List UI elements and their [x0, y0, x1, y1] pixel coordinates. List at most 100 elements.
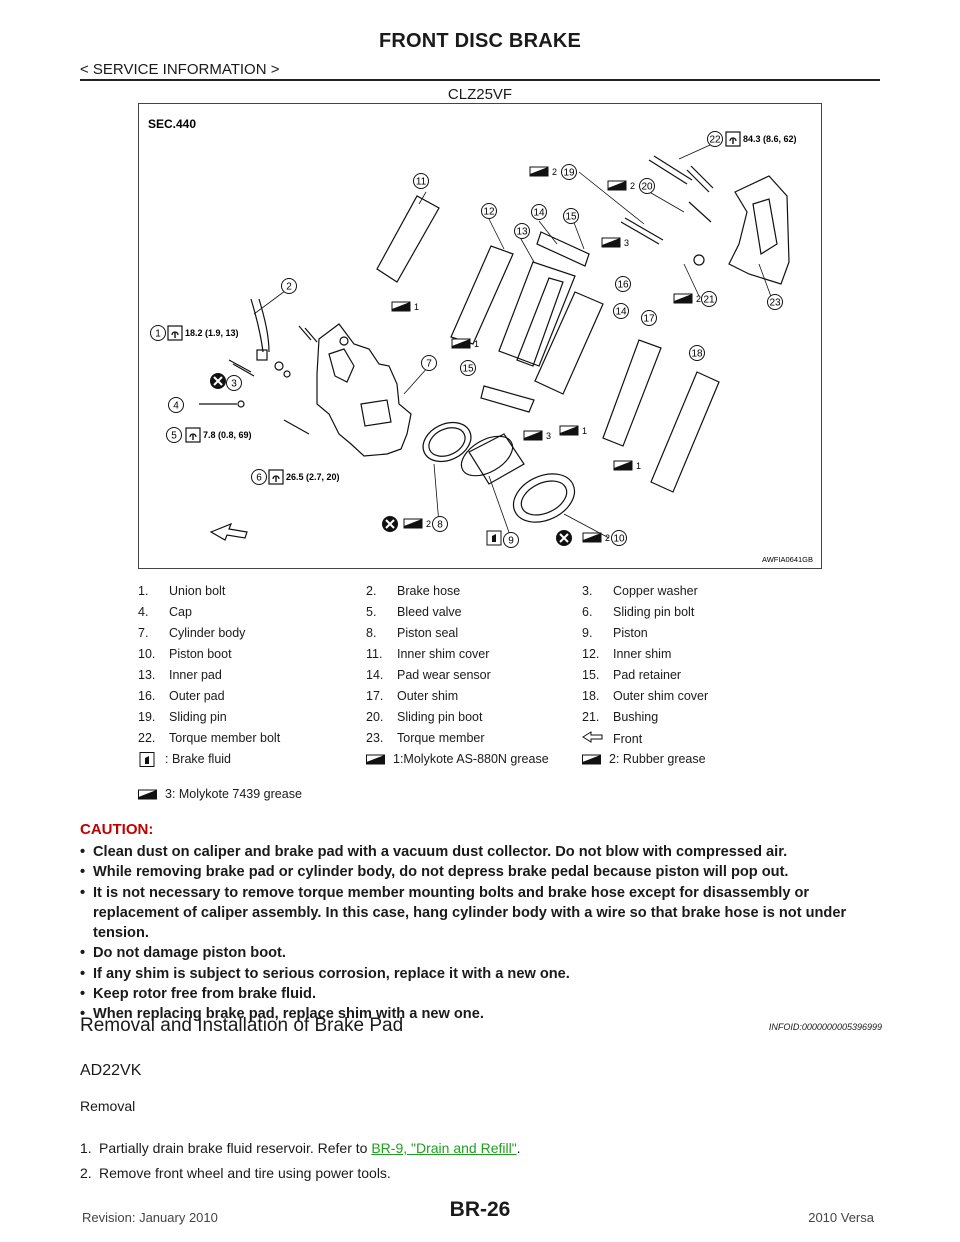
legend-label: Cylinder body	[169, 626, 246, 640]
svg-text:2: 2	[426, 519, 431, 529]
pads-and-shims	[376, 195, 720, 493]
svg-text:17: 17	[643, 314, 655, 325]
torque-marks: 18.2 (1.9, 13) 7.8 (0.8, 69) 26.5 (2.7, …	[167, 131, 797, 485]
svg-text:22: 22	[709, 135, 721, 146]
svg-text:14: 14	[533, 208, 545, 219]
legend-label: Outer pad	[169, 689, 225, 703]
svg-text:9: 9	[508, 536, 514, 547]
legend-label: Union bolt	[169, 584, 226, 598]
svg-text:7: 7	[426, 359, 432, 370]
legend-label: Sliding pin	[169, 710, 227, 724]
svg-text:15: 15	[565, 212, 577, 223]
svg-text:18.2 (1.9, 13): 18.2 (1.9, 13)	[185, 328, 239, 338]
svg-text:1: 1	[636, 461, 641, 471]
svg-text:84.3 (8.6, 62): 84.3 (8.6, 62)	[743, 134, 797, 144]
svg-text:3: 3	[231, 379, 237, 390]
legend-label: Pad wear sensor	[397, 668, 491, 682]
legend-row: 13.Inner pad 14.Pad wear sensor 15.Pad r…	[138, 668, 682, 682]
front-arrow-icon	[582, 731, 613, 746]
legend-label: Sliding pin bolt	[613, 605, 695, 619]
svg-text:1: 1	[155, 329, 161, 340]
legend-label: Bleed valve	[397, 605, 462, 619]
caution-item: It is not necessary to remove torque mem…	[80, 883, 884, 944]
legend-label: Torque member	[397, 731, 485, 745]
svg-text:5: 5	[171, 431, 177, 442]
step-2: 2.Remove front wheel and tire using powe…	[80, 1165, 391, 1181]
caution-item: While removing brake pad or cylinder bod…	[80, 862, 884, 883]
drain-refill-link[interactable]: BR-9, "Drain and Refill"	[371, 1140, 517, 1156]
no-reuse-marks	[209, 372, 573, 547]
callout-numbers: 1 2 3 4 5 6 7 8 9 10 11 12 13 14 15 16 1…	[150, 131, 783, 548]
legend-label: Torque member bolt	[169, 731, 281, 745]
legend-label: Brake hose	[397, 584, 461, 598]
header-rule	[80, 79, 880, 81]
svg-text:10: 10	[613, 534, 625, 545]
caution-list: Clean dust on caliper and brake pad with…	[80, 842, 884, 1025]
caution-heading: CAUTION:	[80, 821, 154, 838]
svg-text:2: 2	[605, 533, 610, 543]
svg-text:20: 20	[641, 182, 653, 193]
grease-icon	[582, 752, 601, 767]
svg-text:14: 14	[615, 307, 627, 318]
svg-text:1: 1	[414, 302, 419, 312]
removal-heading: Removal	[80, 1098, 136, 1114]
svg-text:2: 2	[696, 294, 701, 304]
legend-label: Sliding pin boot	[397, 710, 483, 724]
caution-item: Clean dust on caliper and brake pad with…	[80, 842, 884, 863]
svg-text:2: 2	[552, 167, 557, 177]
svg-text:12: 12	[483, 207, 495, 218]
piston-parts	[422, 421, 576, 523]
legend-label: Piston	[613, 626, 648, 640]
svg-text:7.8 (0.8, 69): 7.8 (0.8, 69)	[203, 430, 252, 440]
svg-text:23: 23	[769, 298, 781, 309]
grease-icon	[138, 787, 157, 802]
legend-symbol-row: 3: Molykote 7439 grease	[138, 787, 820, 809]
caution-item: If any shim is subject to serious corros…	[80, 964, 884, 985]
svg-text:2: 2	[630, 181, 635, 191]
legend-label: Piston seal	[397, 626, 459, 640]
legend-label: Piston boot	[169, 647, 232, 661]
info-id: INFOID:0000000005396999	[768, 1022, 882, 1032]
caution-item: Do not damage piston boot.	[80, 943, 884, 964]
legend-label: Cap	[169, 605, 192, 619]
legend-row: 10.Piston boot 11.Inner shim cover 12.In…	[138, 647, 672, 661]
grease-icon	[366, 752, 385, 767]
legend-row: 19.Sliding pin 20.Sliding pin boot 21.Bu…	[138, 710, 659, 724]
svg-text:18: 18	[691, 349, 703, 360]
svg-text:15: 15	[462, 364, 474, 375]
legend-label: Inner shim cover	[397, 647, 490, 661]
svg-text:2: 2	[286, 282, 292, 293]
svg-text:4: 4	[173, 401, 179, 412]
page-code: BR-26	[449, 1198, 511, 1221]
front-arrow	[209, 522, 248, 541]
page-title: FRONT DISC BRAKE	[378, 30, 582, 52]
grease-marks: 2 2 3 2 1 1 3 1 1 2 2	[391, 166, 701, 543]
hose-and-bolts	[199, 298, 318, 435]
svg-text:1: 1	[582, 426, 587, 436]
svg-text:3: 3	[624, 238, 629, 248]
legend-row: 4.Cap 5.Bleed valve 6.Sliding pin bolt	[138, 605, 695, 619]
brake-fluid-mark	[486, 530, 502, 546]
caliper-body	[316, 323, 412, 457]
svg-text:3: 3	[546, 431, 551, 441]
parts-legend: 1.Union bolt 2.Brake hose 3.Copper washe…	[138, 584, 820, 809]
section-label: < SERVICE INFORMATION >	[80, 61, 280, 78]
brake-fluid-icon	[138, 752, 157, 768]
torque-member	[620, 155, 790, 285]
legend-label: Copper washer	[613, 584, 698, 598]
legend-row: 22.Torque member bolt 23.Torque member F…	[138, 731, 643, 746]
legend-label: Front	[613, 732, 643, 746]
svg-text:21: 21	[703, 295, 715, 306]
variant-heading: CLZ25VF	[447, 86, 513, 103]
model-year: 2010 Versa	[808, 1210, 874, 1225]
legend-label: Pad retainer	[613, 668, 682, 682]
caution-item: Keep rotor free from brake fluid.	[80, 984, 884, 1005]
svg-text:19: 19	[563, 168, 575, 179]
svg-text:1: 1	[474, 339, 479, 349]
revision-date: Revision: January 2010	[82, 1210, 218, 1225]
svg-text:8: 8	[437, 520, 443, 531]
exploded-diagram: SEC.440	[138, 103, 822, 569]
sec-label: SEC.440	[148, 117, 196, 131]
caution-item: When replacing brake pad, replace shim w…	[80, 1004, 884, 1025]
step-1: 1.Partially drain brake fluid reservoir.…	[80, 1140, 521, 1156]
